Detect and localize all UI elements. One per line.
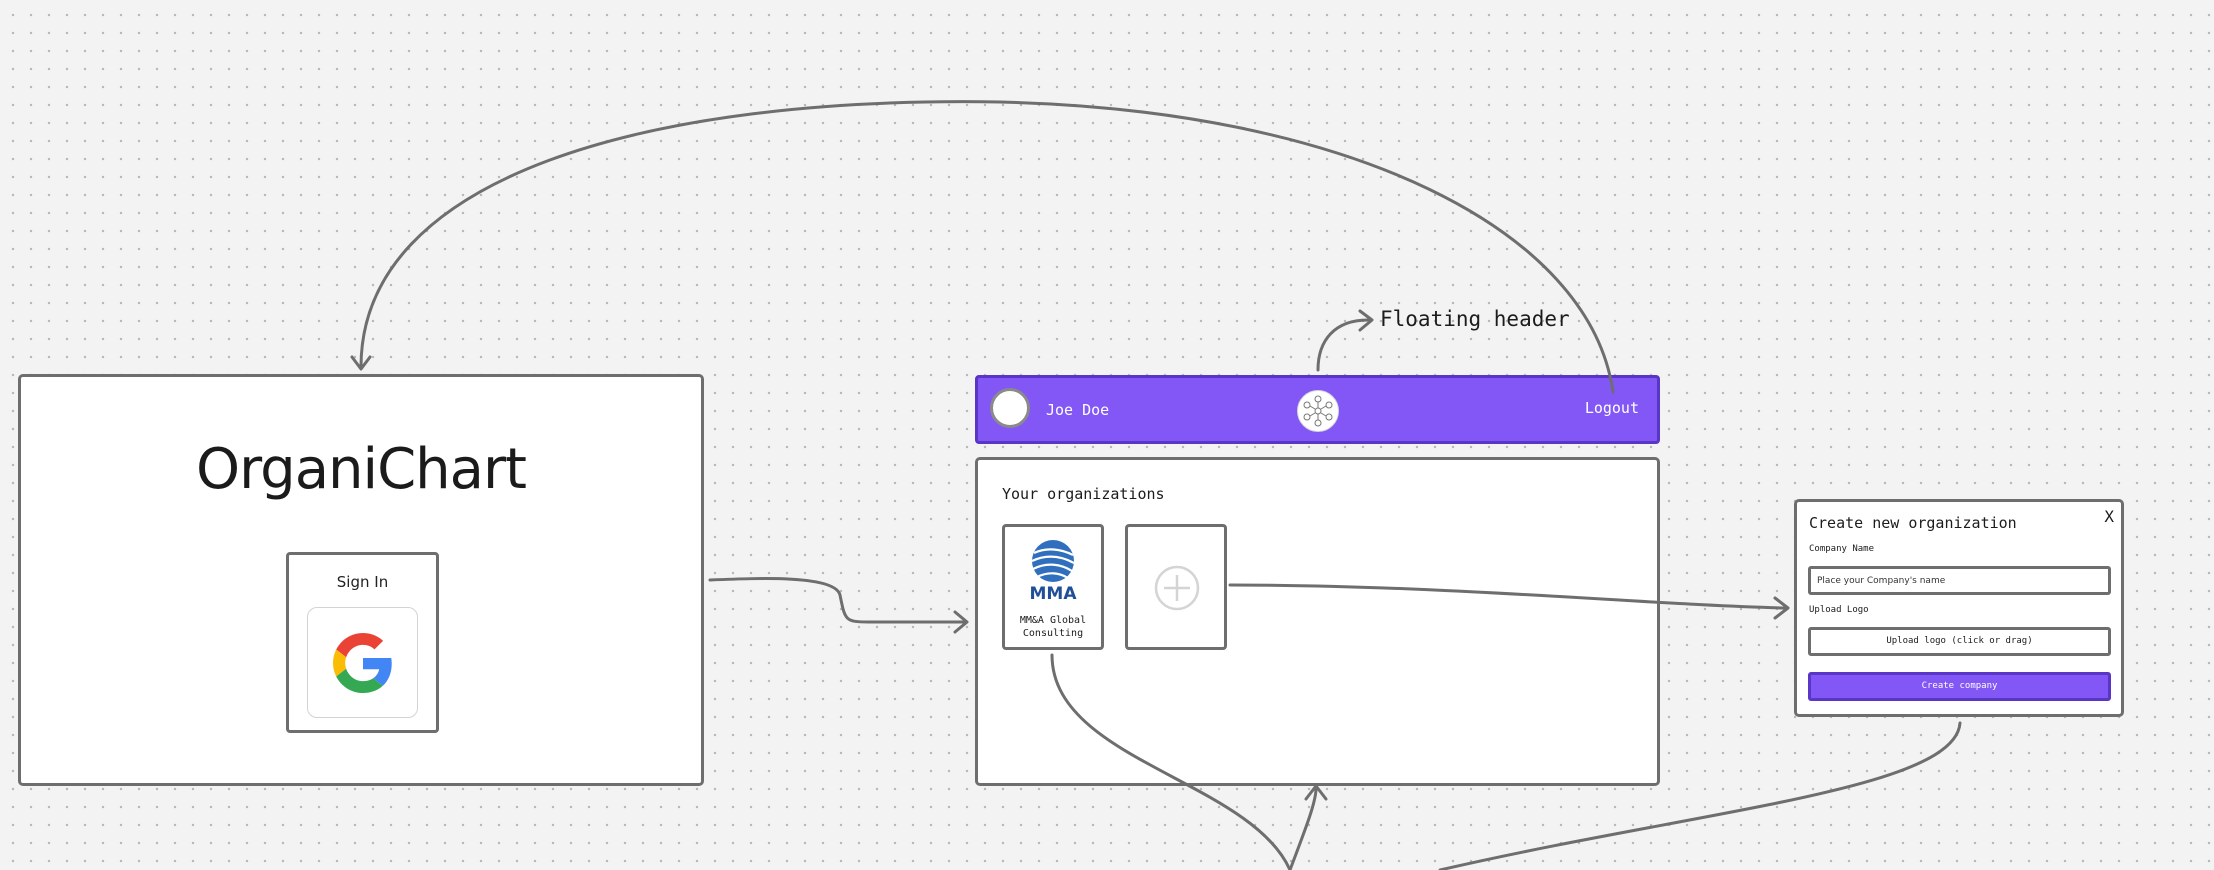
organization-name: MM&A Global Consulting — [1019, 615, 1087, 639]
add-to-dialog-arrowhead — [1773, 596, 1790, 620]
plus-circle-icon — [1154, 565, 1200, 611]
company-name-label: Company Name — [1809, 544, 1875, 554]
create-company-button[interactable]: Create company — [1808, 672, 2111, 701]
create-organization-dialog: Create new organization X Company Name U… — [1794, 499, 2124, 717]
header-return-connector — [1288, 788, 1318, 870]
upload-logo-label: Upload Logo — [1809, 605, 1869, 615]
mma-globe-logo: MMA — [1030, 540, 1078, 604]
header-return-arrowhead — [1304, 784, 1328, 801]
close-button[interactable]: X — [2104, 507, 2114, 526]
organizations-title: Your organizations — [1002, 485, 1165, 503]
organization-card[interactable]: MMA MM&A Global Consulting — [1002, 524, 1104, 650]
signin-card: Sign In — [286, 552, 439, 733]
logout-button[interactable]: Logout — [1584, 399, 1639, 417]
upload-logo-button[interactable]: Upload logo (click or drag) — [1808, 627, 2111, 656]
floating-header-annotation: Floating header — [1380, 307, 1570, 331]
login-to-orgs-arrowhead — [953, 610, 969, 634]
logout-to-login-connector — [359, 100, 1615, 394]
company-name-input[interactable] — [1808, 566, 2111, 595]
logout-arrowhead — [350, 355, 372, 371]
mma-logo-text: MMA — [1030, 584, 1078, 604]
login-to-orgs-connector — [708, 577, 967, 624]
floating-header-arrowhead — [1358, 309, 1374, 332]
org-network-logo-icon[interactable] — [1297, 390, 1339, 432]
dialog-title: Create new organization — [1809, 514, 2017, 532]
login-frame: OrganiChart Sign In — [18, 374, 704, 786]
google-signin-button[interactable] — [307, 607, 418, 718]
floating-header-connector — [1316, 318, 1370, 372]
add-organization-button[interactable] — [1125, 524, 1227, 650]
network-icon — [1303, 395, 1333, 427]
app-title: OrganiChart — [196, 437, 527, 502]
signin-label: Sign In — [336, 573, 389, 591]
user-name: Joe Doe — [1046, 401, 1110, 419]
organizations-frame: Your organizations MMA MM&A Global Consu… — [975, 457, 1660, 786]
floating-header: Joe Doe Logout — [975, 375, 1660, 444]
google-icon — [332, 632, 392, 693]
avatar[interactable] — [990, 388, 1030, 428]
